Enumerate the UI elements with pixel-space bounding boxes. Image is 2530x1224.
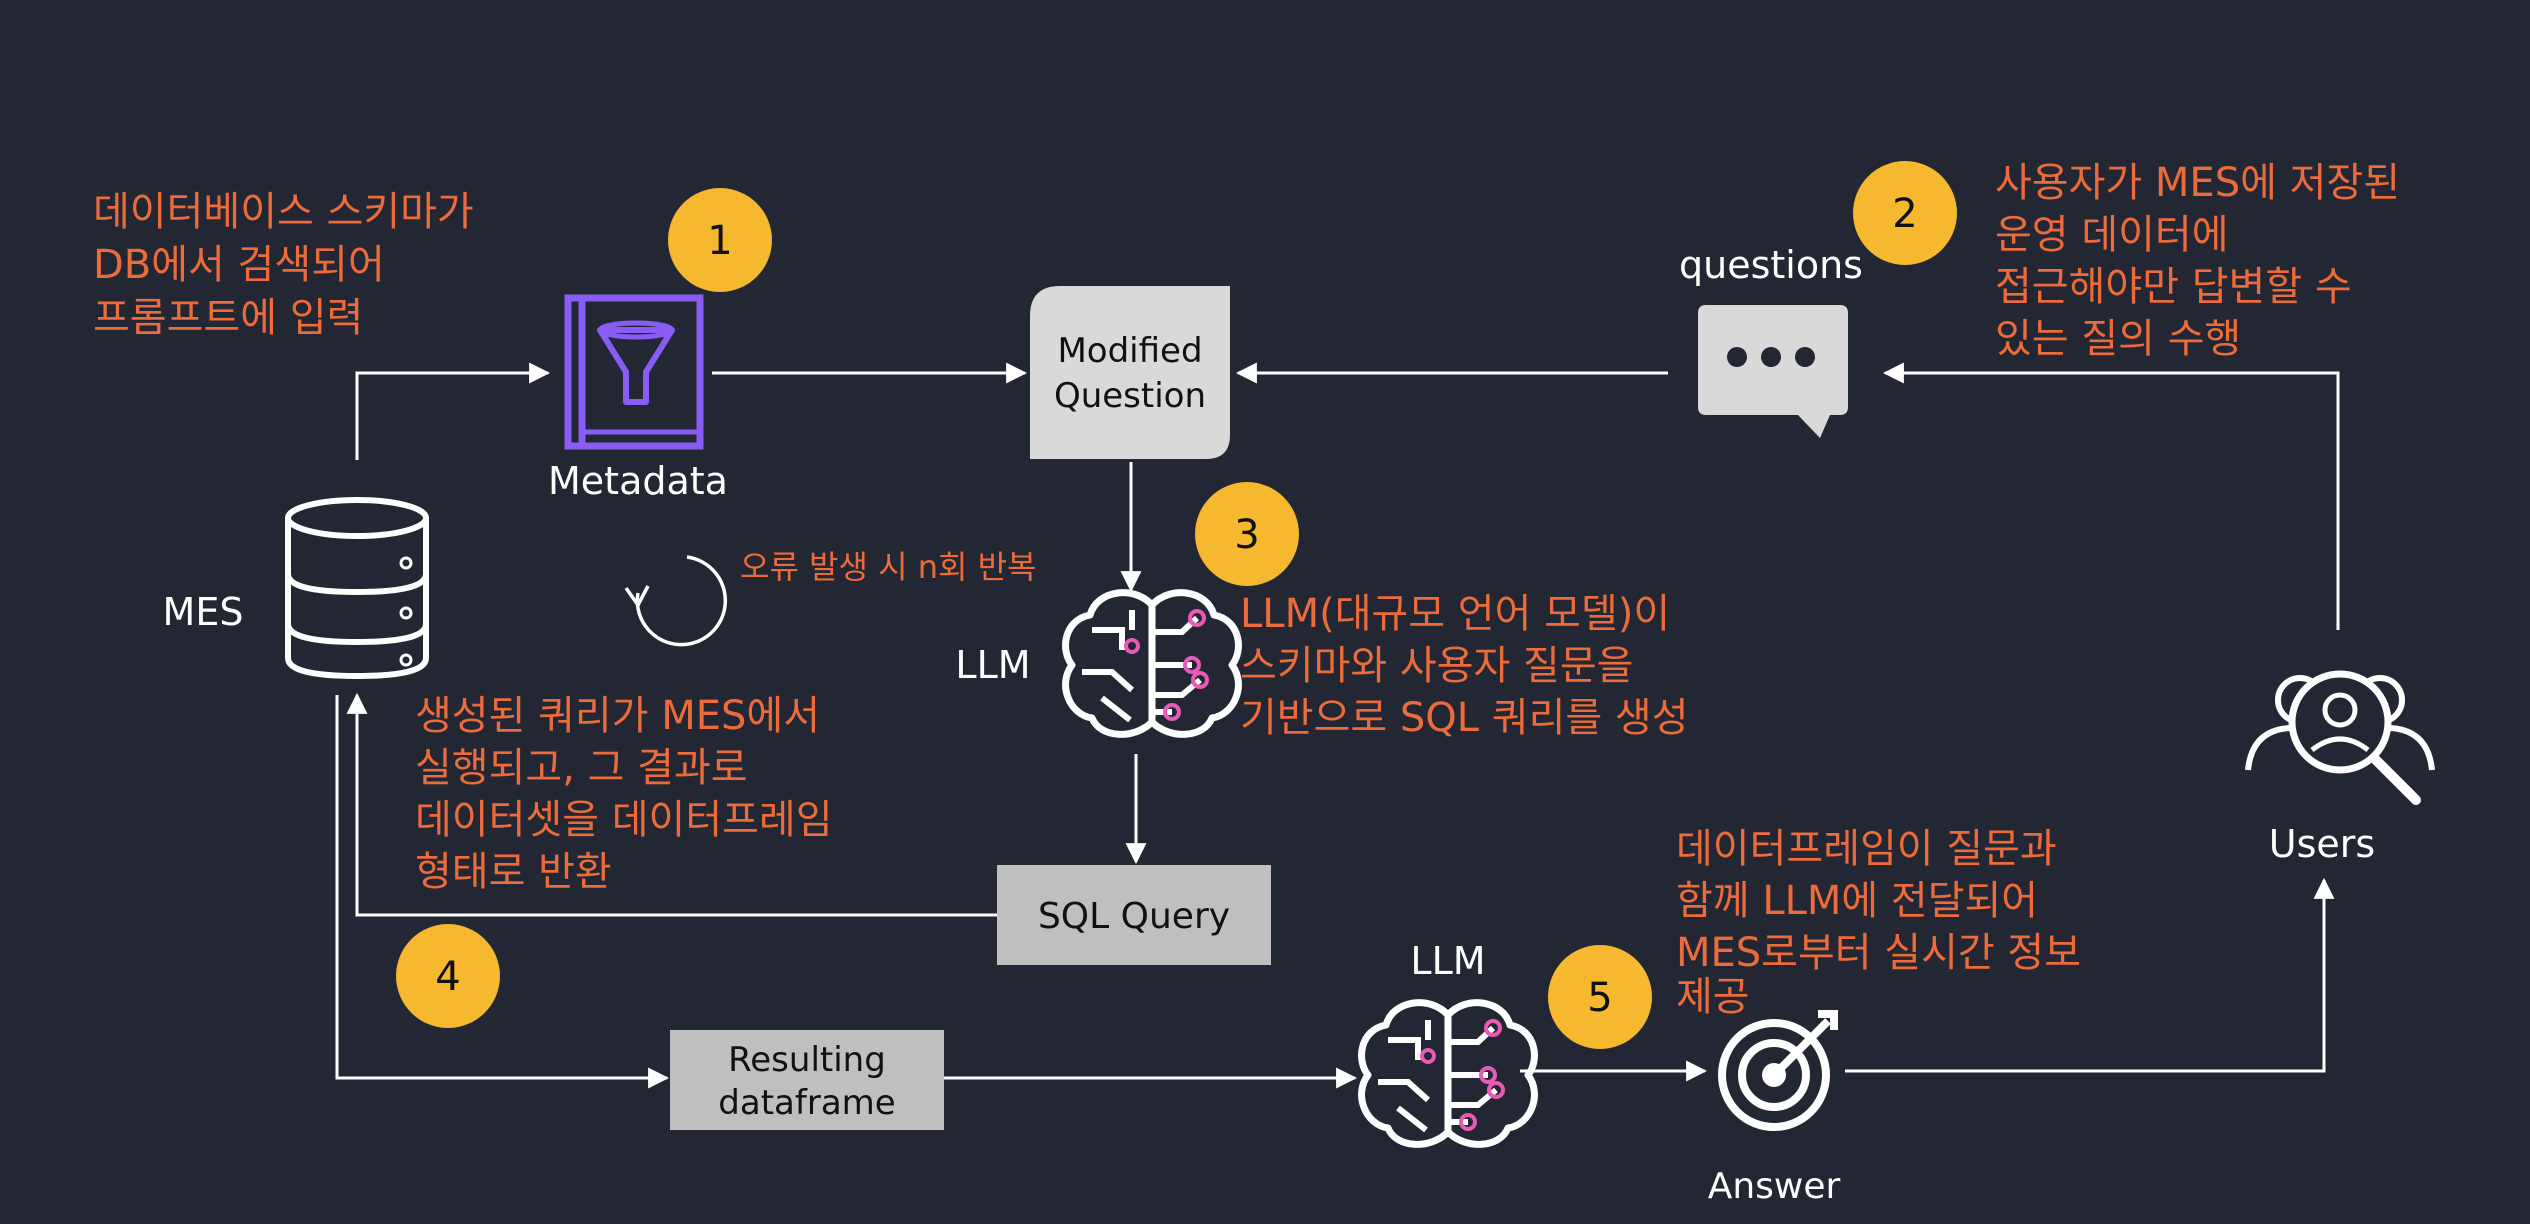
- resulting-label-line1: Resulting: [728, 1040, 886, 1080]
- arrow-answer-to-users: [1845, 877, 2335, 1073]
- modified-question-line2: Question: [1054, 376, 1206, 416]
- svg-text:실행되고, 그 결과로: 실행되고, 그 결과로: [415, 745, 748, 791]
- resulting-dataframe-box: Resulting dataframe: [670, 1030, 944, 1130]
- llm-top-label: LLM: [955, 643, 1030, 687]
- target-icon: [1718, 1010, 1838, 1131]
- arrow-users-to-questions: [1882, 362, 2340, 630]
- step-badge-2: 2: [1853, 161, 1957, 265]
- sql-query-box: SQL Query: [997, 865, 1271, 965]
- arrow-mes-to-dataframe: [335, 695, 670, 1089]
- database-icon: [285, 497, 429, 680]
- metadata-label: Metadata: [548, 459, 728, 503]
- step-badge-3: 3: [1195, 482, 1299, 586]
- retry-note: 오류 발생 시 n회 반복: [740, 548, 1037, 586]
- step-badge-5: 5: [1548, 945, 1652, 1049]
- arrow-mes-to-metadata: [355, 362, 551, 460]
- note-step2: 사용자가 MES에 저장된 운영 데이터에 접근해야만 답변할 수 있는 질의 …: [1995, 160, 2400, 362]
- modified-question-box: Modified Question: [1030, 286, 1230, 459]
- step-badge-1: 1: [668, 188, 772, 292]
- svg-text:생성된 쿼리가 MES에서: 생성된 쿼리가 MES에서: [415, 693, 820, 739]
- svg-text:사용자가 MES에 저장된: 사용자가 MES에 저장된: [1995, 160, 2400, 206]
- svg-text:운영 데이터에: 운영 데이터에: [1995, 212, 2229, 258]
- svg-text:5: 5: [1587, 975, 1612, 1021]
- mes-label: MES: [163, 590, 244, 634]
- svg-text:1: 1: [707, 218, 732, 264]
- svg-text:4: 4: [435, 954, 460, 1000]
- svg-text:데이터프레임이 질문과: 데이터프레임이 질문과: [1676, 826, 2057, 872]
- svg-text:데이터셋을 데이터프레임: 데이터셋을 데이터프레임: [415, 797, 833, 843]
- svg-text:제공: 제공: [1676, 974, 1750, 1020]
- svg-text:DB에서 검색되어: DB에서 검색되어: [93, 242, 385, 288]
- users-search-icon: [2245, 670, 2435, 805]
- metadata-filter-icon: [564, 294, 704, 450]
- svg-text:형태로 반환: 형태로 반환: [415, 849, 612, 895]
- svg-text:있는 질의 수행: 있는 질의 수행: [1995, 316, 2241, 362]
- svg-text:접근해야만 답변할 수: 접근해야만 답변할 수: [1995, 264, 2352, 310]
- users-label: Users: [2269, 822, 2375, 866]
- step-badge-4: 4: [396, 924, 500, 1028]
- chat-bubble-icon: [1698, 305, 1848, 438]
- modified-question-line1: Modified: [1057, 331, 1202, 371]
- questions-label: questions: [1679, 243, 1863, 287]
- svg-text:2: 2: [1892, 191, 1917, 237]
- svg-text:3: 3: [1234, 512, 1259, 558]
- llm-bottom-label: LLM: [1410, 939, 1485, 983]
- note-step4: 생성된 쿼리가 MES에서 실행되고, 그 결과로 데이터셋을 데이터프레임 형…: [415, 693, 833, 895]
- note-step5: 데이터프레임이 질문과 함께 LLM에 전달되어 MES로부터 실시간 정보 제…: [1676, 826, 2081, 1020]
- brain-icon: [1362, 1003, 1535, 1145]
- svg-text:기반으로 SQL 쿼리를 생성: 기반으로 SQL 쿼리를 생성: [1240, 695, 1689, 741]
- sql-query-label: SQL Query: [1038, 896, 1230, 937]
- svg-text:LLM(대규모 언어 모델)이: LLM(대규모 언어 모델)이: [1240, 591, 1670, 637]
- arrow-sql-to-mes: [346, 692, 997, 917]
- connectors: [335, 362, 2340, 1089]
- svg-text:프롬프트에 입력: 프롬프트에 입력: [93, 295, 363, 341]
- svg-text:스키마와 사용자 질문을: 스키마와 사용자 질문을: [1240, 643, 1633, 689]
- retry-arrow-icon: [624, 555, 728, 647]
- svg-text:MES로부터 실시간 정보: MES로부터 실시간 정보: [1676, 930, 2081, 976]
- resulting-label-line2: dataframe: [718, 1083, 895, 1123]
- note-step3: LLM(대규모 언어 모델)이 스키마와 사용자 질문을 기반으로 SQL 쿼리…: [1240, 591, 1689, 741]
- answer-label: Answer: [1708, 1166, 1841, 1207]
- svg-text:함께 LLM에 전달되어: 함께 LLM에 전달되어: [1676, 878, 2038, 924]
- brain-icon: [1066, 593, 1239, 735]
- note-step1: 데이터베이스 스키마가 DB에서 검색되어 프롬프트에 입력: [93, 189, 474, 341]
- svg-text:데이터베이스 스키마가: 데이터베이스 스키마가: [93, 189, 474, 235]
